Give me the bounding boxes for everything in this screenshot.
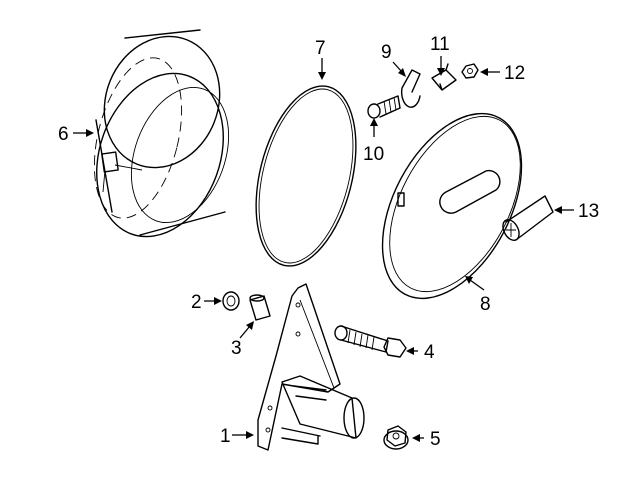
seal-ring xyxy=(255,85,357,267)
callout-9: 9 xyxy=(381,42,392,63)
callout-8: 8 xyxy=(480,294,491,315)
callout-1: 1 xyxy=(220,426,231,447)
callout-10: 10 xyxy=(363,144,384,165)
callout-7: 7 xyxy=(315,38,326,59)
nut-small xyxy=(461,63,479,79)
callout-12: 12 xyxy=(504,63,525,84)
spacer xyxy=(249,294,271,321)
mounting-bracket xyxy=(257,283,365,451)
flange-nut xyxy=(383,425,409,450)
clamp xyxy=(400,69,421,108)
callout-11: 11 xyxy=(430,34,450,55)
cover-disc xyxy=(381,112,523,300)
washer xyxy=(222,291,240,311)
bolt-small xyxy=(367,95,401,119)
callout-3: 3 xyxy=(231,338,242,359)
callout-6: 6 xyxy=(58,124,69,145)
end-cap xyxy=(502,195,554,241)
callout-13: 13 xyxy=(578,201,599,222)
callout-4: 4 xyxy=(424,342,435,363)
tire-cover-band xyxy=(93,29,230,238)
leader-arrows xyxy=(73,56,574,442)
callout-2: 2 xyxy=(191,292,202,313)
clip xyxy=(431,63,457,91)
bolt-long xyxy=(334,325,407,358)
callout-5: 5 xyxy=(430,429,441,450)
